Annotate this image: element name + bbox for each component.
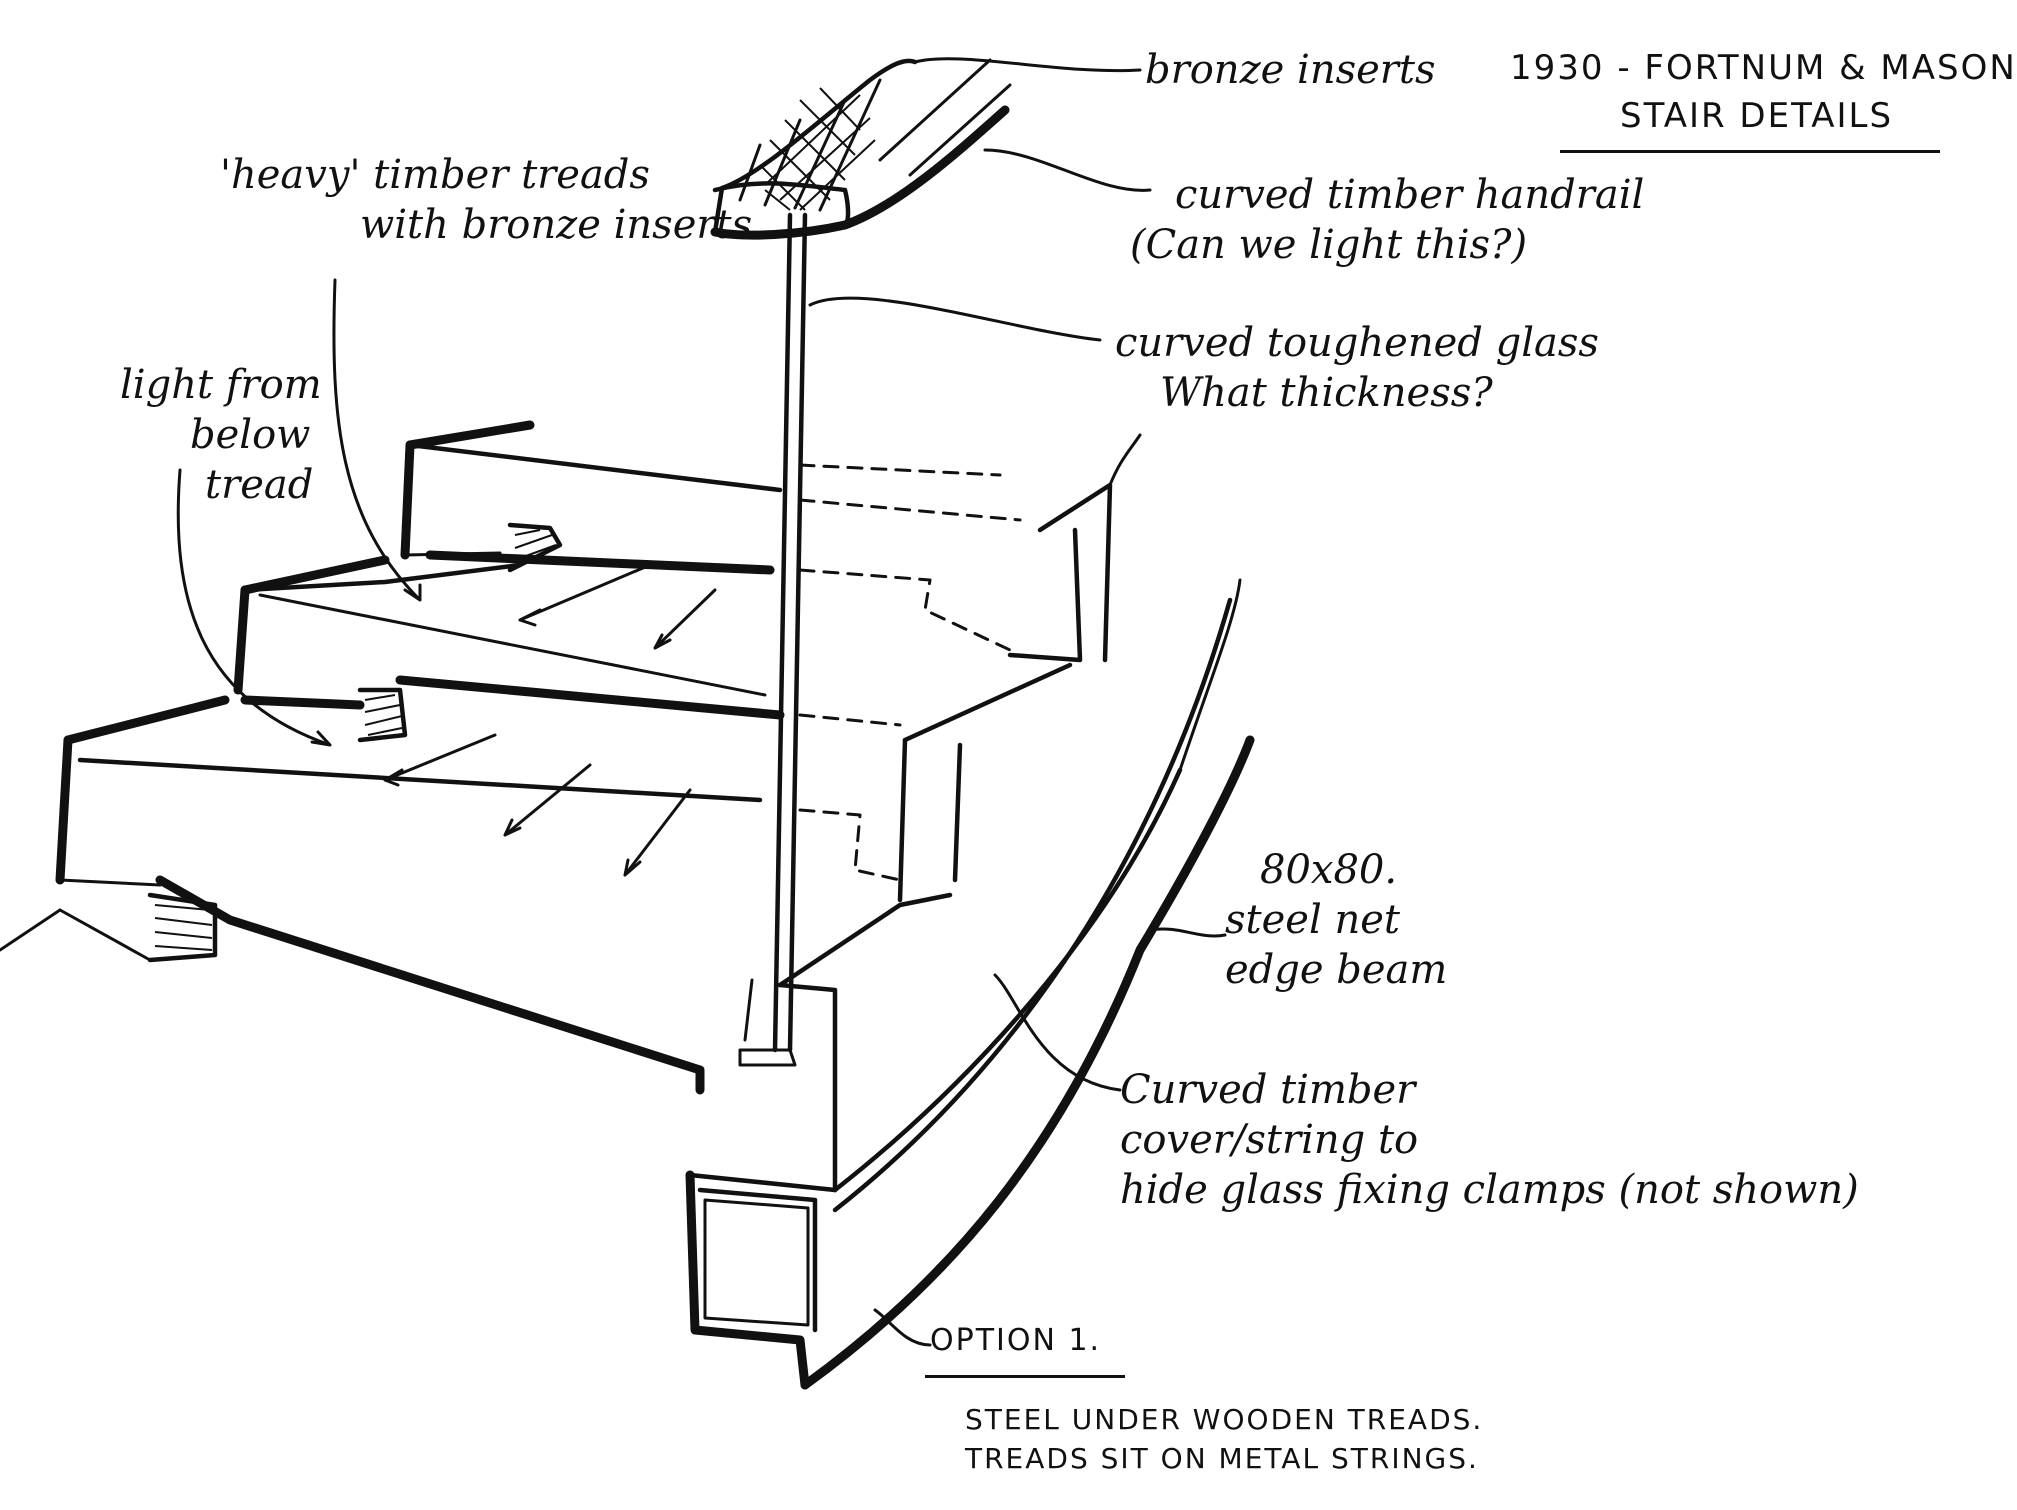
treads-label: 'heavy' timber treads with bronze insert… xyxy=(220,150,765,250)
treads-label-line2: with bronze inserts. xyxy=(360,202,765,248)
glass-label-line1: curved toughened glass xyxy=(1115,320,1599,366)
glass-balustrade xyxy=(738,212,808,1067)
option-description: STEEL UNDER WOODEN TREADS. TREADS SIT ON… xyxy=(965,1400,1483,1478)
middle-tread xyxy=(233,555,1012,727)
timber-cover-label-line2: cover/string to xyxy=(1120,1117,1419,1163)
edge-beam-label-line2: steel net xyxy=(1225,897,1400,943)
glass-label: curved toughened glass What thickness? xyxy=(1115,318,1599,418)
option-description-line1: STEEL UNDER WOODEN TREADS. xyxy=(965,1403,1484,1436)
handrail-label-line1: curved timber handrail xyxy=(1175,172,1645,218)
sheet-title-line2: STAIR DETAILS xyxy=(1620,95,1894,136)
treads-label-line1: 'heavy' timber treads xyxy=(220,152,650,198)
handrail-label-line2: (Can we light this?) xyxy=(1130,222,1528,268)
light-arrows xyxy=(176,278,717,877)
sheet-title-line1: 1930 - FORTNUM & MASON xyxy=(1510,48,2017,88)
steel-edge-beam xyxy=(685,433,1255,1390)
light-label: light from below tread xyxy=(120,360,322,510)
edge-beam-label-line3: edge beam xyxy=(1225,947,1448,993)
timber-cover-label-line1: Curved timber xyxy=(1120,1067,1416,1113)
light-label-line2: below xyxy=(190,412,311,458)
light-label-line1: light from xyxy=(120,362,322,408)
title-underline xyxy=(1560,150,1940,153)
bronze-inserts-label: bronze inserts xyxy=(1145,47,1436,93)
option-description-line2: TREADS SIT ON METAL STRINGS. xyxy=(965,1442,1479,1476)
bottom-tread xyxy=(0,695,902,1095)
option-label: OPTION 1. xyxy=(930,1323,1102,1358)
timber-cover-label-line3: hide glass fixing clamps (not shown) xyxy=(1120,1167,1859,1213)
handrail-label: curved timber handrail (Can we light thi… xyxy=(1130,170,1644,270)
support-blocks xyxy=(147,522,563,963)
light-label-line3: tread xyxy=(205,462,314,508)
handrail xyxy=(710,58,1012,240)
edge-beam-label: 80x80. steel net edge beam xyxy=(1225,845,1447,995)
sheet-title: 1930 - FORTNUM & MASON STAIR DETAILS xyxy=(1510,45,2017,140)
edge-beam-label-line1: 80x80. xyxy=(1260,847,1398,893)
timber-cover-label: Curved timber cover/string to hide glass… xyxy=(1120,1065,1859,1215)
top-tread xyxy=(400,420,1022,575)
glass-label-line2: What thickness? xyxy=(1160,370,1493,416)
leader-lines xyxy=(808,57,1227,1347)
option-underline xyxy=(925,1375,1125,1378)
